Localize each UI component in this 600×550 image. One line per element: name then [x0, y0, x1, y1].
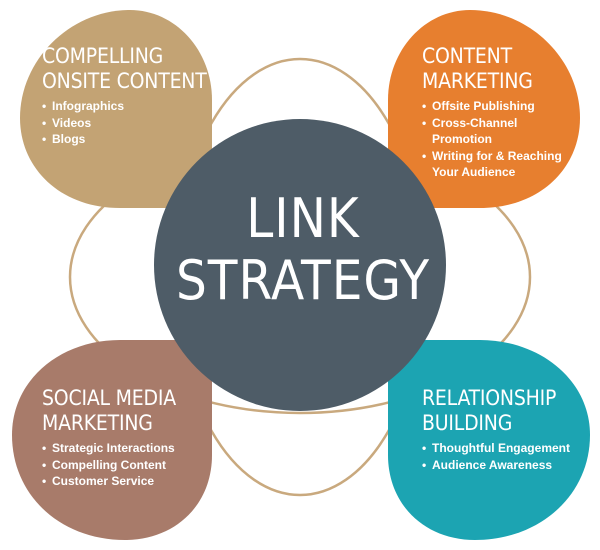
list-item: Blogs — [42, 131, 212, 148]
relationship-building-block: RELATIONSHIP BUILDING Thoughtful Engagem… — [422, 386, 592, 473]
list-item: Strategic Interactions — [42, 440, 212, 457]
social-media-list: Strategic Interactions Compelling Conten… — [42, 440, 212, 490]
onsite-title-line2: ONSITE CONTENT — [42, 69, 207, 93]
content-title-line1: CONTENT — [422, 44, 512, 68]
list-item: Videos — [42, 115, 212, 132]
center-title-line2: STRATEGY — [175, 249, 431, 312]
list-item: Thoughtful Engagement — [422, 440, 592, 457]
content-marketing-block: CONTENT MARKETING Offsite Publishing Cro… — [422, 44, 592, 181]
social-media-block: SOCIAL MEDIA MARKETING Strategic Interac… — [42, 386, 212, 490]
social-title-line2: MARKETING — [42, 411, 153, 435]
onsite-content-block: COMPELLING ONSITE CONTENT Infographics V… — [42, 44, 212, 148]
list-item: Offsite Publishing — [422, 98, 592, 115]
onsite-title-line1: COMPELLING — [42, 44, 164, 68]
content-marketing-title: CONTENT MARKETING — [422, 44, 592, 94]
center-title: LINK STRATEGY — [158, 188, 448, 312]
content-title-line2: MARKETING — [422, 69, 533, 93]
onsite-content-title: COMPELLING ONSITE CONTENT — [42, 44, 212, 94]
relationship-title-line2: BUILDING — [422, 411, 513, 435]
list-item: Infographics — [42, 98, 212, 115]
list-item: Audience Awareness — [422, 457, 592, 474]
social-title-line1: SOCIAL MEDIA — [42, 386, 176, 410]
onsite-content-list: Infographics Videos Blogs — [42, 98, 212, 148]
center-circle — [154, 119, 446, 411]
list-item: Customer Service — [42, 473, 212, 490]
relationship-building-title: RELATIONSHIP BUILDING — [422, 386, 592, 436]
relationship-building-list: Thoughtful Engagement Audience Awareness — [422, 440, 592, 473]
list-item: Compelling Content — [42, 457, 212, 474]
center-title-line1: LINK — [246, 187, 360, 250]
social-media-title: SOCIAL MEDIA MARKETING — [42, 386, 212, 436]
relationship-title-line1: RELATIONSHIP — [422, 386, 557, 410]
content-marketing-list: Offsite Publishing Cross-ChannelPromotio… — [422, 98, 592, 181]
